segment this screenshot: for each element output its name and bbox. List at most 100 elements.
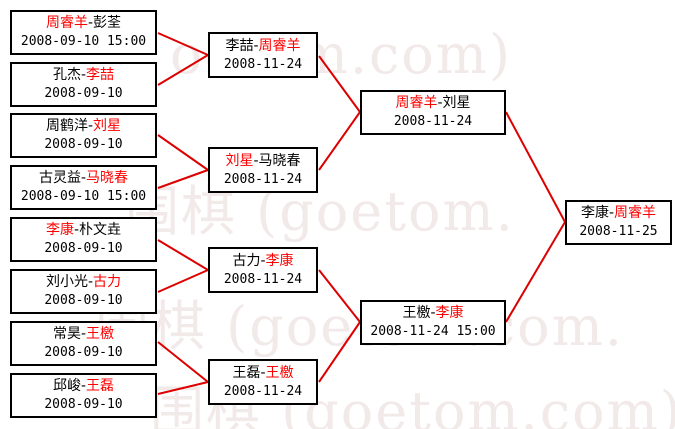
- player-separator: -: [608, 205, 615, 221]
- match-date: 2008-11-24: [223, 383, 303, 399]
- match-players: 古力-李康: [232, 252, 293, 271]
- player-separator: -: [253, 152, 259, 169]
- player-loser: 李康: [580, 205, 609, 221]
- match-players: 王檄-李康: [402, 304, 463, 323]
- player-separator: -: [80, 67, 87, 83]
- player-separator: -: [80, 326, 87, 342]
- connector-line: [157, 169, 209, 189]
- player-loser: 古力: [232, 252, 261, 269]
- match-date: 2008-09-10: [44, 345, 123, 360]
- player-separator: -: [87, 15, 94, 31]
- player-winner: 李康: [265, 252, 294, 269]
- player-loser: 刘小光: [45, 274, 88, 290]
- player-loser: 朴文垚: [79, 222, 122, 238]
- player-loser: 刘星: [442, 95, 471, 111]
- match-box-r2m2[interactable]: 刘星-马晓春 2008-11-24: [208, 147, 318, 193]
- player-loser: 孔杰: [52, 67, 81, 83]
- player-separator: -: [87, 118, 94, 134]
- match-date: 2008-09-10: [44, 397, 123, 412]
- match-date: 2008-09-10 15:00: [20, 34, 147, 49]
- match-players: 李喆-周睿羊: [225, 37, 300, 56]
- match-box-semifinal-1[interactable]: 周睿羊-刘星 2008-11-24: [360, 90, 506, 135]
- connector-line: [318, 111, 361, 171]
- player-loser: 古灵益: [38, 170, 81, 186]
- match-players: 孔杰-李喆: [53, 66, 114, 85]
- match-date: 2008-11-24 15:00: [370, 324, 496, 339]
- connector-line: [157, 54, 209, 86]
- match-box-r1m8[interactable]: 邱峻-王磊 2008-09-10: [10, 373, 157, 418]
- player-loser: 周鹤洋: [45, 118, 88, 134]
- player-winner: 王檄: [86, 326, 115, 342]
- match-players: 古灵益-马晓春: [39, 169, 128, 188]
- connector-line: [318, 55, 361, 113]
- player-separator: -: [253, 37, 259, 54]
- match-box-semifinal-2[interactable]: 王檄-李康 2008-11-24 15:00: [360, 300, 506, 345]
- connector-line: [157, 381, 209, 395]
- match-box-r1m1[interactable]: 周睿羊-彭荃 2008-09-10 15:00: [10, 10, 157, 55]
- match-date: 2008-11-24: [393, 114, 473, 129]
- match-box-r1m2[interactable]: 孔杰-李喆 2008-09-10: [10, 62, 157, 107]
- player-winner: 李康: [45, 222, 74, 238]
- match-box-r1m3[interactable]: 周鹤洋-刘星 2008-09-10: [10, 113, 157, 158]
- player-winner: 刘星: [225, 152, 254, 169]
- match-date: 2008-11-24: [223, 171, 303, 187]
- match-players: 王磊-王檄: [232, 364, 293, 383]
- player-winner: 周睿羊: [258, 37, 301, 54]
- player-winner: 周睿羊: [614, 205, 657, 221]
- player-winner: 李喆: [86, 67, 115, 83]
- player-separator: -: [73, 222, 80, 238]
- match-box-r1m4[interactable]: 古灵益-马晓春 2008-09-10 15:00: [10, 165, 157, 210]
- match-date: 2008-11-24: [223, 271, 303, 287]
- player-winner: 李康: [435, 305, 464, 321]
- watermark-line: 围棋 (goetom.: [125, 180, 515, 243]
- player-separator: -: [260, 364, 266, 381]
- match-players: 李康-周睿羊: [581, 204, 656, 223]
- player-winner: 刘星: [93, 118, 122, 134]
- match-players: 周鹤洋-刘星: [46, 117, 121, 136]
- match-date: 2008-11-25: [579, 224, 658, 239]
- player-separator: -: [260, 252, 266, 269]
- player-loser: 彭荃: [93, 15, 122, 31]
- player-winner: 古力: [93, 274, 122, 290]
- match-players: 周睿羊-刘星: [395, 94, 470, 113]
- connector-line: [505, 111, 566, 223]
- player-separator: -: [80, 378, 87, 394]
- connector-line: [318, 321, 361, 383]
- connector-line: [157, 32, 209, 56]
- connector-line: [505, 221, 566, 323]
- match-date: 2008-09-10: [44, 293, 123, 308]
- player-loser: 王磊: [232, 364, 261, 381]
- match-date: 2008-09-10: [44, 86, 123, 101]
- match-box-r1m5[interactable]: 李康-朴文垚 2008-09-10: [10, 217, 157, 262]
- match-box-r2m3[interactable]: 古力-李康 2008-11-24: [208, 247, 318, 293]
- connector-line: [157, 269, 209, 293]
- player-loser: 常昊: [52, 326, 81, 342]
- player-loser: 邱峻: [52, 378, 81, 394]
- match-date: 2008-09-10: [44, 137, 123, 152]
- match-box-final[interactable]: 李康-周睿羊 2008-11-25: [565, 200, 672, 245]
- player-winner: 周睿羊: [45, 15, 88, 31]
- match-box-r1m6[interactable]: 刘小光-古力 2008-09-10: [10, 269, 157, 314]
- match-players: 邱峻-王磊: [53, 377, 114, 396]
- player-separator: -: [87, 274, 94, 290]
- player-winner: 马晓春: [86, 170, 129, 186]
- player-winner: 周睿羊: [395, 95, 438, 111]
- player-separator: -: [437, 95, 443, 111]
- match-date: 2008-09-10 15:00: [20, 189, 147, 204]
- match-box-r2m4[interactable]: 王磊-王檄 2008-11-24: [208, 359, 318, 405]
- match-box-r2m1[interactable]: 李喆-周睿羊 2008-11-24: [208, 32, 318, 78]
- match-players: 刘小光-古力: [46, 273, 121, 292]
- player-loser: 李喆: [225, 37, 254, 54]
- player-loser: 王檄: [402, 305, 431, 321]
- match-players: 周睿羊-彭荃: [46, 14, 121, 33]
- connector-line: [157, 134, 209, 171]
- player-winner: 王檄: [265, 364, 294, 381]
- match-box-r1m7[interactable]: 常昊-王檄 2008-09-10: [10, 321, 157, 366]
- connector-line: [318, 269, 361, 323]
- match-date: 2008-11-24: [223, 56, 303, 72]
- match-players: 常昊-王檄: [53, 325, 114, 344]
- player-separator: -: [80, 170, 87, 186]
- player-loser: 马晓春: [258, 152, 301, 169]
- match-players: 刘星-马晓春: [225, 152, 300, 171]
